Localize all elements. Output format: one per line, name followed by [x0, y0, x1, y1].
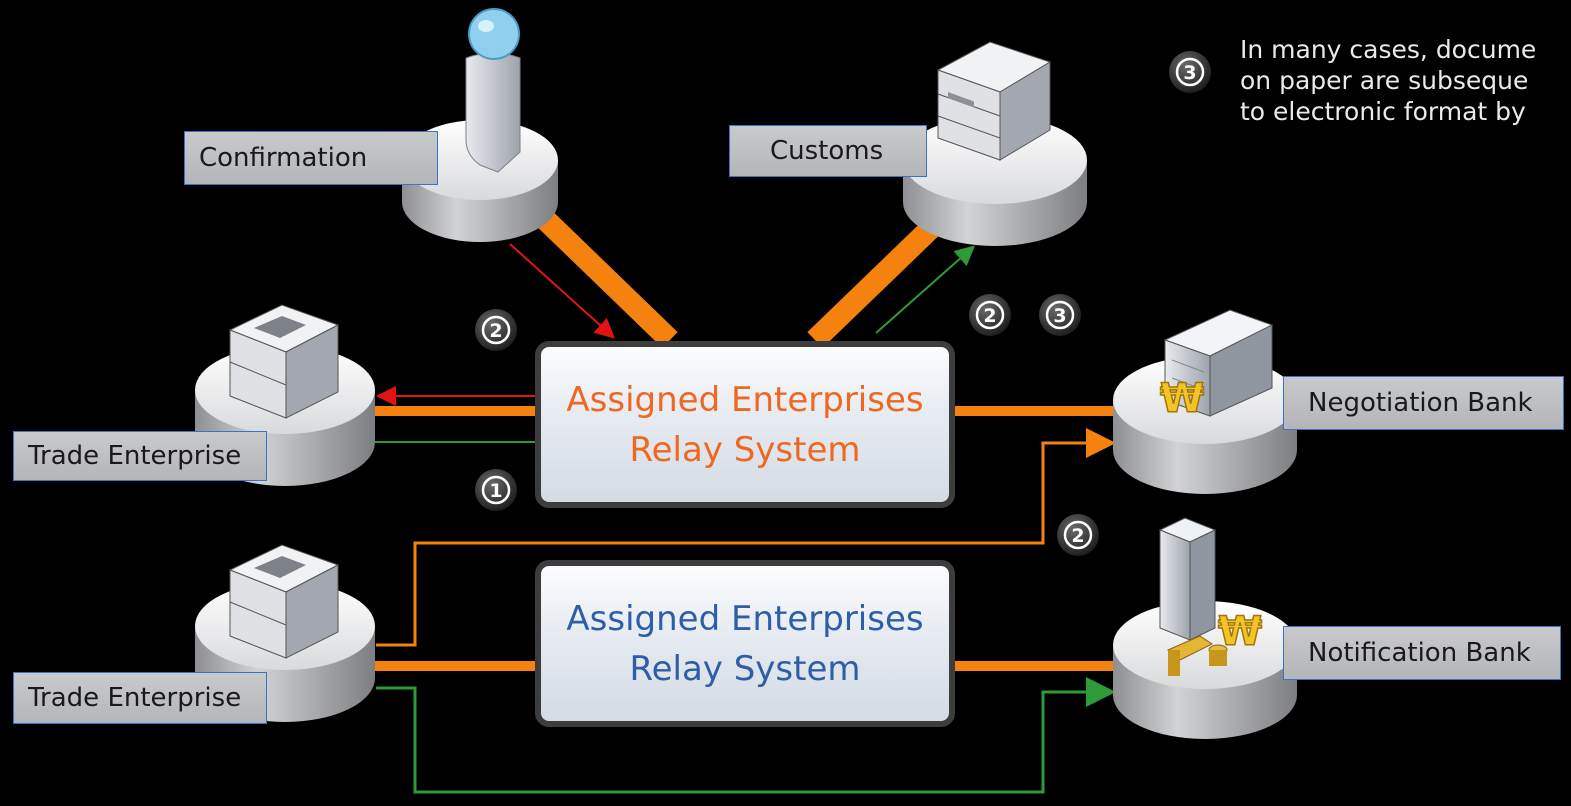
svg-text:2: 2: [1071, 525, 1084, 547]
trade-top-server-icon: [228, 304, 340, 419]
svg-text:1: 1: [489, 480, 502, 502]
svg-text:3: 3: [1183, 62, 1196, 84]
red-flow-confirmation: [509, 243, 615, 339]
svg-text:2: 2: [983, 305, 996, 327]
svg-text:2: 2: [489, 320, 502, 342]
notification-won-sign-icon: ₩: [1218, 609, 1262, 655]
trade-bottom-server-icon: [228, 544, 340, 659]
relay-top-line2: Relay System: [629, 429, 861, 470]
orange-flow-negotiation: [376, 428, 1116, 647]
badge-3-customs: 3: [1039, 294, 1081, 336]
confirmation-label: Confirmation: [184, 131, 438, 185]
trade-enterprise-top-label: Trade Enterprise: [13, 431, 267, 481]
note-line-3: to electronic format by: [1240, 97, 1526, 126]
badge-2-customs: 2: [969, 294, 1011, 336]
flow-arrows: [372, 243, 1116, 794]
notification-bank-building-icon: ₩: [1158, 517, 1263, 676]
customs-server-icon: [936, 41, 1052, 161]
badge-2-left: 2: [475, 309, 517, 351]
note-text: In many cases, docume on paper are subse…: [1240, 34, 1536, 127]
negotiation-won-sign-icon: ₩: [1160, 376, 1204, 422]
relay-bottom-line1: Assigned Enterprises: [566, 598, 924, 639]
notification-bank-label: Notification Bank: [1283, 626, 1561, 680]
relay-system-bottom: Assigned Enterprises Relay System: [535, 560, 955, 727]
negotiation-bank-building-icon: ₩: [1159, 309, 1274, 423]
note-line-1: In many cases, docume: [1240, 35, 1537, 64]
relay-bottom-line2: Relay System: [629, 648, 861, 689]
relay-system-top: Assigned Enterprises Relay System: [535, 341, 955, 508]
person-icon: [465, 8, 521, 173]
trade-enterprise-bottom-label: Trade Enterprise: [13, 672, 267, 724]
svg-text:3: 3: [1053, 305, 1066, 327]
green-flow-notification: [376, 677, 1116, 794]
green-flow-customs: [875, 245, 975, 334]
negotiation-bank-label: Negotiation Bank: [1283, 376, 1564, 430]
badge-2-negotiation: 2: [1057, 514, 1099, 556]
relay-top-line1: Assigned Enterprises: [566, 379, 924, 420]
badge-1-left: 1: [475, 469, 517, 511]
note-badge-3: 3: [1169, 51, 1211, 93]
customs-label: Customs: [729, 125, 927, 177]
note-line-2: on paper are subseque: [1240, 66, 1529, 95]
